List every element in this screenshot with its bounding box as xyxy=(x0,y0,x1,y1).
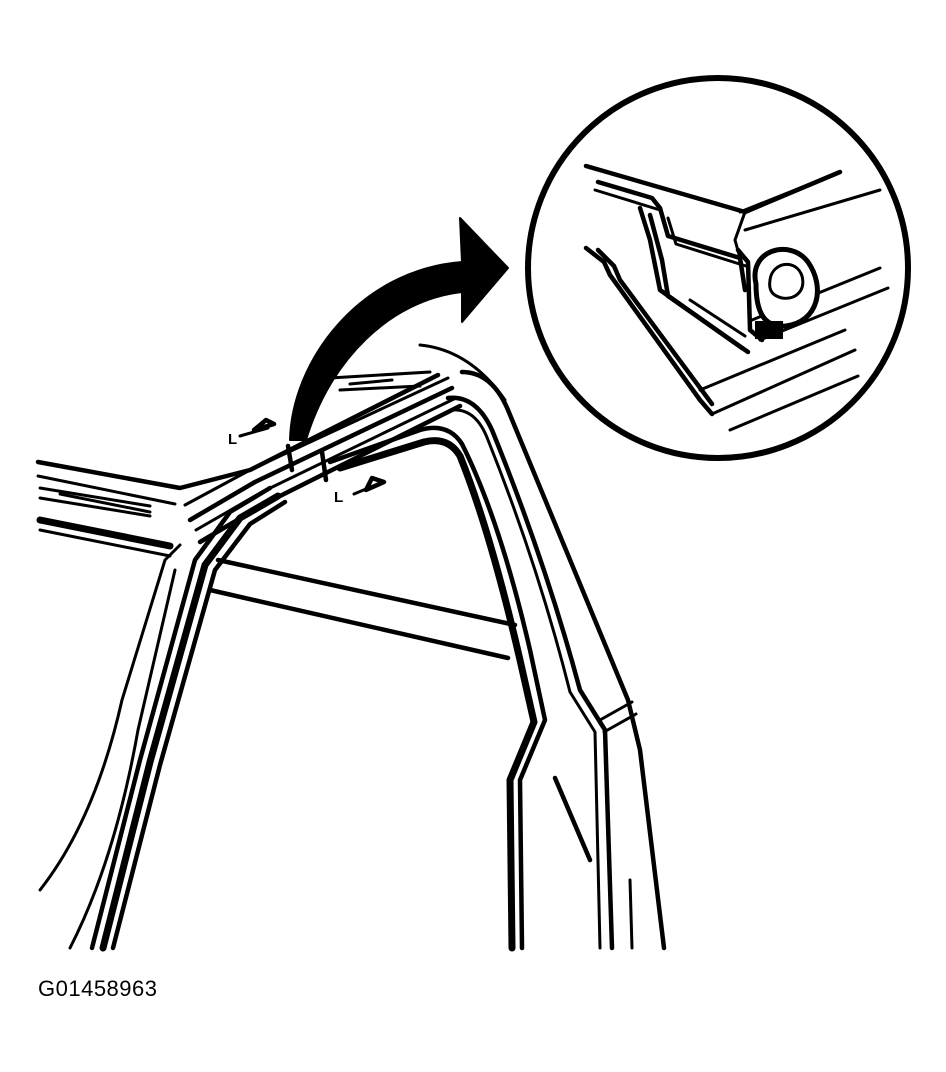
curved-callout-arrow-icon xyxy=(289,217,509,441)
figure-id-label: G01458963 xyxy=(38,976,158,1001)
left-pillar xyxy=(38,485,288,952)
roof-rail xyxy=(35,370,441,558)
magnified-seal-detail-icon xyxy=(525,75,911,461)
right-pillar xyxy=(327,343,667,952)
cross-member xyxy=(207,557,518,661)
section-marks xyxy=(238,417,387,496)
section-letter-upper: L xyxy=(228,431,237,448)
section-letter-lower: L xyxy=(334,489,343,506)
